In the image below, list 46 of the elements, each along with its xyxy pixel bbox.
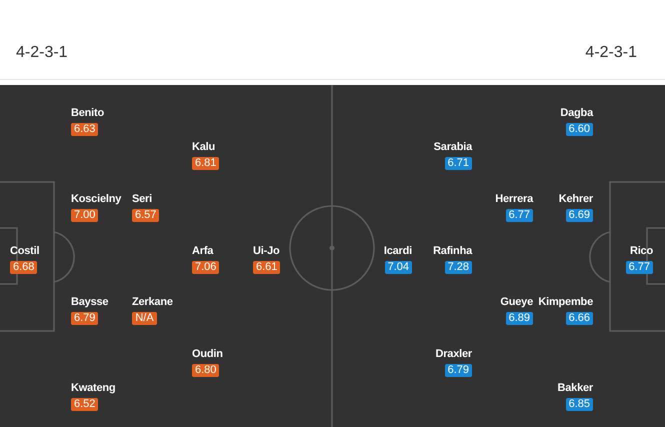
player-name: Arfa [192,244,214,258]
player-name: Icardi [384,244,412,258]
player-name: Benito [71,106,104,120]
rating-badge: 6.66 [566,312,593,325]
rating-badge: 6.60 [566,123,593,136]
formation-label: 4-2-3-1 [585,44,637,62]
player-name: Sarabia [434,140,472,154]
rating-badge: 6.71 [444,157,472,170]
rating-badge: N/A [132,312,157,325]
rating-badge: 6.80 [192,364,220,377]
rating-badge: 6.79 [444,364,472,377]
rating-badge: 6.69 [566,209,593,222]
player-name: Zerkane [132,295,173,309]
rating-badge: 6.52 [71,398,98,411]
rating-badge: 7.28 [444,261,472,274]
rating-badge: 6.63 [71,123,98,136]
player-name: Koscielny [71,192,122,206]
player-name: Baysse [71,295,108,309]
player-name: Kwateng [71,381,116,395]
rating-badge: 6.89 [506,312,533,325]
formation-label: 4-2-3-1 [16,44,68,62]
rating-badge: 7.04 [384,261,412,274]
player-name: Dagba [560,106,593,120]
player-name: Gueye [500,295,533,309]
rating-badge: 6.57 [132,209,160,222]
player-name: Rafinha [433,244,472,258]
rating-badge: 7.00 [71,209,98,222]
player-name: Rico [630,244,653,258]
player-name: Seri [132,192,152,206]
player-name: Herrera [495,192,533,206]
rating-badge: 6.61 [253,261,280,274]
player-name: Kimpembe [538,295,593,309]
rating-badge: 6.77 [506,209,533,222]
player-name: Draxler [435,347,472,361]
rating-badge: 6.68 [10,261,38,274]
player-name: Kalu [192,140,216,154]
player-name: Bakker [558,381,593,395]
player-name: Oudin [192,347,223,361]
player-name: Costil [10,244,40,258]
rating-badge: 6.85 [566,398,593,411]
player-name: Ui-Jo [253,244,280,258]
player-name: Kehrer [558,192,593,206]
rating-badge: 6.77 [626,261,653,274]
rating-badge: 7.06 [192,261,220,274]
rating-badge: 6.81 [192,157,220,170]
rating-badge: 6.79 [71,312,98,325]
